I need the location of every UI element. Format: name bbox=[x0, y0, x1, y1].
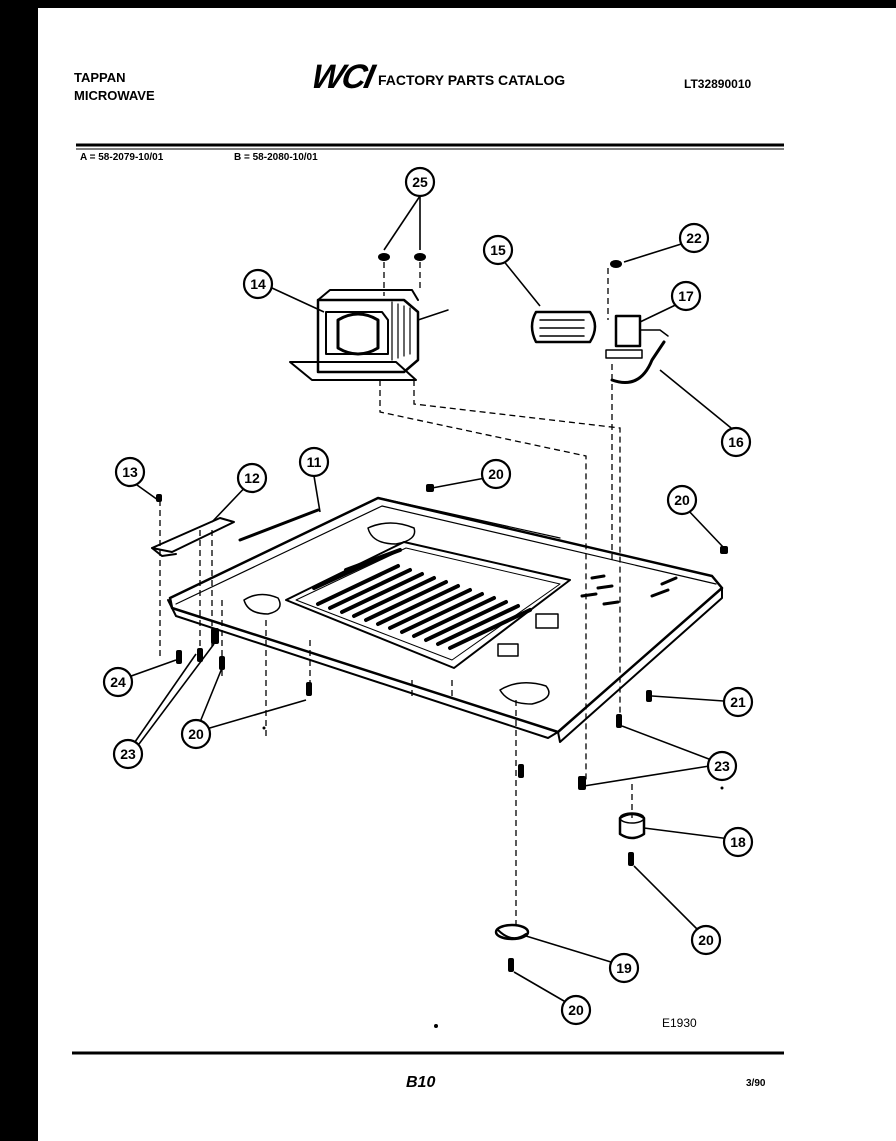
callout-17-label: 17 bbox=[678, 288, 694, 304]
callout-14: 14 bbox=[242, 268, 274, 300]
callout-13: 13 bbox=[114, 456, 146, 488]
vent-grille bbox=[285, 541, 571, 669]
alignment-lines bbox=[159, 262, 633, 930]
base-slots bbox=[580, 574, 678, 606]
callout-25: 25 bbox=[404, 166, 436, 198]
callout-19-label: 19 bbox=[616, 960, 632, 976]
callout-13-label: 13 bbox=[122, 464, 138, 480]
callout-22: 22 bbox=[678, 222, 710, 254]
transformer bbox=[289, 289, 449, 381]
callout-20-left: 20 bbox=[180, 718, 212, 750]
leader-lines bbox=[119, 195, 739, 1009]
callout-20-top-label: 20 bbox=[488, 466, 504, 482]
callout-20-bottom-label: 20 bbox=[568, 1002, 584, 1018]
callout-20-bottom: 20 bbox=[560, 994, 592, 1026]
brand-line-2: MICROWAVE bbox=[74, 88, 155, 103]
catalog-page bbox=[38, 8, 896, 1141]
callouts: 25 15 22 14 17 16 13 12 11 20 20 24 23 2… bbox=[102, 166, 754, 1026]
diode-bracket bbox=[605, 314, 669, 384]
callout-12: 12 bbox=[236, 462, 268, 494]
callout-23-right-label: 23 bbox=[714, 758, 730, 774]
brand-line-1: TAPPAN bbox=[74, 70, 126, 85]
footer-date: 3/90 bbox=[746, 1078, 766, 1089]
callout-18-label: 18 bbox=[730, 834, 746, 850]
callout-21: 21 bbox=[722, 686, 754, 718]
foot-18 bbox=[618, 812, 646, 840]
callout-20-foot-label: 20 bbox=[698, 932, 714, 948]
callout-25-label: 25 bbox=[412, 174, 428, 190]
callout-23-left: 23 bbox=[112, 738, 144, 770]
callout-24: 24 bbox=[102, 666, 134, 698]
callout-12-label: 12 bbox=[244, 470, 260, 486]
page-number: B10 bbox=[406, 1074, 436, 1091]
callout-15-label: 15 bbox=[490, 242, 506, 258]
callout-22-label: 22 bbox=[686, 230, 702, 246]
callout-23-left-label: 23 bbox=[120, 746, 136, 762]
model-b: B = 58-2080-10/01 bbox=[234, 152, 318, 163]
fasteners bbox=[156, 253, 728, 1028]
diagram-code: E1930 bbox=[662, 1016, 697, 1030]
callout-19: 19 bbox=[608, 952, 640, 984]
callout-17: 17 bbox=[670, 280, 702, 312]
model-a: A = 58-2079-10/01 bbox=[80, 152, 164, 163]
catalog-number: LT32890010 bbox=[684, 77, 752, 91]
callout-20-right: 20 bbox=[666, 484, 698, 516]
capacitor bbox=[530, 310, 597, 344]
callout-16: 16 bbox=[720, 426, 752, 458]
callout-23-right: 23 bbox=[706, 750, 738, 782]
callout-16-label: 16 bbox=[728, 434, 744, 450]
base-plate bbox=[167, 496, 724, 743]
callout-20-left-label: 20 bbox=[188, 726, 204, 742]
callout-20-foot: 20 bbox=[690, 924, 722, 956]
callout-11: 11 bbox=[298, 446, 330, 478]
callout-14-label: 14 bbox=[250, 276, 266, 292]
callout-15: 15 bbox=[482, 234, 514, 266]
callout-18: 18 bbox=[722, 826, 754, 858]
catalog-title: FACTORY PARTS CATALOG bbox=[378, 72, 566, 88]
mounting-bracket bbox=[151, 517, 235, 557]
callout-20-right-label: 20 bbox=[674, 492, 690, 508]
callout-24-label: 24 bbox=[110, 674, 126, 690]
callout-21-label: 21 bbox=[730, 694, 746, 710]
callout-20-top: 20 bbox=[480, 458, 512, 490]
foot-19 bbox=[494, 923, 530, 941]
callout-11-label: 11 bbox=[307, 454, 322, 470]
